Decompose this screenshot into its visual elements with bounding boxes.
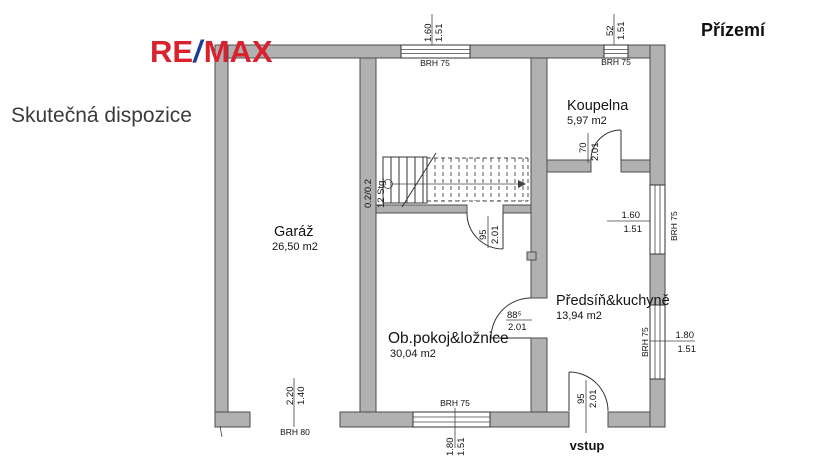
stair-break-line: [401, 152, 437, 208]
bathroom-window: [603, 44, 629, 59]
stair-walkline-arrow: [518, 180, 526, 188]
walls: [214, 44, 666, 438]
right-lower-window-sill-label: BRH 75: [640, 327, 650, 357]
living-door-width-label: 88⁵: [507, 310, 522, 321]
bottom-wall-garage-corner: [214, 411, 251, 428]
room-area-living-bedroom: 30,04 m2: [390, 348, 436, 360]
garage-door-sill-label: BRH 80: [280, 427, 310, 437]
living-door-height-label: 2.01: [508, 322, 527, 333]
bottom-wall-segment-a: [339, 411, 414, 428]
bath-window-sill-label: BRH 75: [601, 57, 631, 67]
stair-hall-wall-left-segment: [375, 204, 468, 214]
garage-door-width-label: 2.20: [285, 387, 296, 406]
bottom-window-sill-label: BRH 75: [440, 398, 470, 408]
living-room-door: [490, 297, 532, 339]
room-area-garage: 26,50 m2: [272, 241, 318, 253]
central-wall-lower: [530, 337, 548, 413]
bath-door-height-label: 2.01: [590, 143, 601, 162]
right-upper-window-width-label: 1.60: [622, 210, 641, 221]
bathroom-wall-left-segment: [546, 159, 592, 173]
top-window-width-label: 1.60: [423, 24, 434, 43]
stair-upper-flight-dashed: [427, 157, 529, 202]
bottom-window-width-label: 1.80: [445, 438, 456, 457]
bottom-window-height-label: 1.51: [456, 438, 467, 457]
entry-door-width-label: 95: [576, 393, 587, 404]
room-label-living-bedroom: Ob.pokoj&ložnice: [388, 330, 509, 347]
right-lower-window-width-label: 1.80: [676, 330, 695, 341]
top-window: [400, 44, 471, 59]
top-window-height-label: 1.51: [434, 24, 445, 43]
room-labels: Garáž 26,50 m2 Koupelna 5,97 m2 Předsíň&…: [272, 98, 670, 453]
dimension-labels: 1.60 1.51 BRH 75 52 1.51 BRH 75 1.60 1.5…: [280, 22, 696, 457]
room-label-hall-kitchen: Předsíň&kuchyně: [556, 293, 670, 309]
entry-door-height-label: 2.01: [588, 390, 599, 409]
stair-tread-label: 0.2/0.2: [363, 179, 374, 208]
bath-window-width-label: 52: [605, 25, 616, 36]
right-upper-window: [649, 184, 666, 255]
top-window-sill-label: BRH 75: [420, 58, 450, 68]
entry-door: [568, 371, 609, 412]
staircase: [382, 152, 529, 208]
top-wall-middle-segment: [469, 44, 605, 59]
bath-door-width-label: 70: [578, 142, 589, 153]
entrance-label: vstup: [570, 438, 605, 453]
bottom-window: [412, 411, 491, 428]
bath-window-height-label: 1.51: [616, 22, 627, 41]
left-wall: [214, 44, 229, 428]
right-wall-bottom-segment: [649, 378, 666, 428]
bathroom-wall-right-segment: [620, 159, 651, 173]
remax-logo: RE/MAX: [150, 34, 273, 69]
bottom-wall-segment-b: [489, 411, 570, 428]
garage-door-height-label: 1.40: [296, 387, 307, 406]
right-lower-window: [649, 304, 666, 380]
bathroom-door: [590, 129, 622, 161]
wall-end-tick: [219, 425, 223, 438]
garage-partition-wall: [359, 57, 377, 413]
right-upper-window-sill-label: BRH 75: [669, 211, 679, 241]
stair-hall-wall-right-segment: [502, 204, 532, 214]
plan-subtitle: Skutečná dispozice: [11, 104, 192, 127]
doors: [466, 129, 622, 412]
room-area-bathroom: 5,97 m2: [567, 115, 607, 127]
hall-door: [466, 212, 504, 250]
hall-door-height-label: 2.01: [490, 226, 501, 245]
hall-door-width-label: 95: [478, 229, 489, 240]
central-wall-upper: [530, 57, 548, 299]
dimension-lines: [293, 14, 695, 448]
logo-max: MAX: [203, 34, 273, 69]
room-area-hall-kitchen: 13,94 m2: [556, 310, 602, 322]
room-label-bathroom: Koupelna: [567, 98, 629, 114]
logo-re: RE: [150, 34, 194, 69]
windows: [400, 44, 666, 428]
right-upper-window-height-label: 1.51: [624, 224, 643, 235]
right-lower-window-height-label: 1.51: [678, 344, 697, 355]
room-label-garage: Garáž: [274, 224, 314, 240]
stair-steps-label: 12 Stg.: [376, 178, 387, 208]
right-wall-top-segment: [649, 44, 666, 186]
wall-nib: [526, 251, 537, 261]
floor-title: Přízemí: [701, 20, 766, 40]
